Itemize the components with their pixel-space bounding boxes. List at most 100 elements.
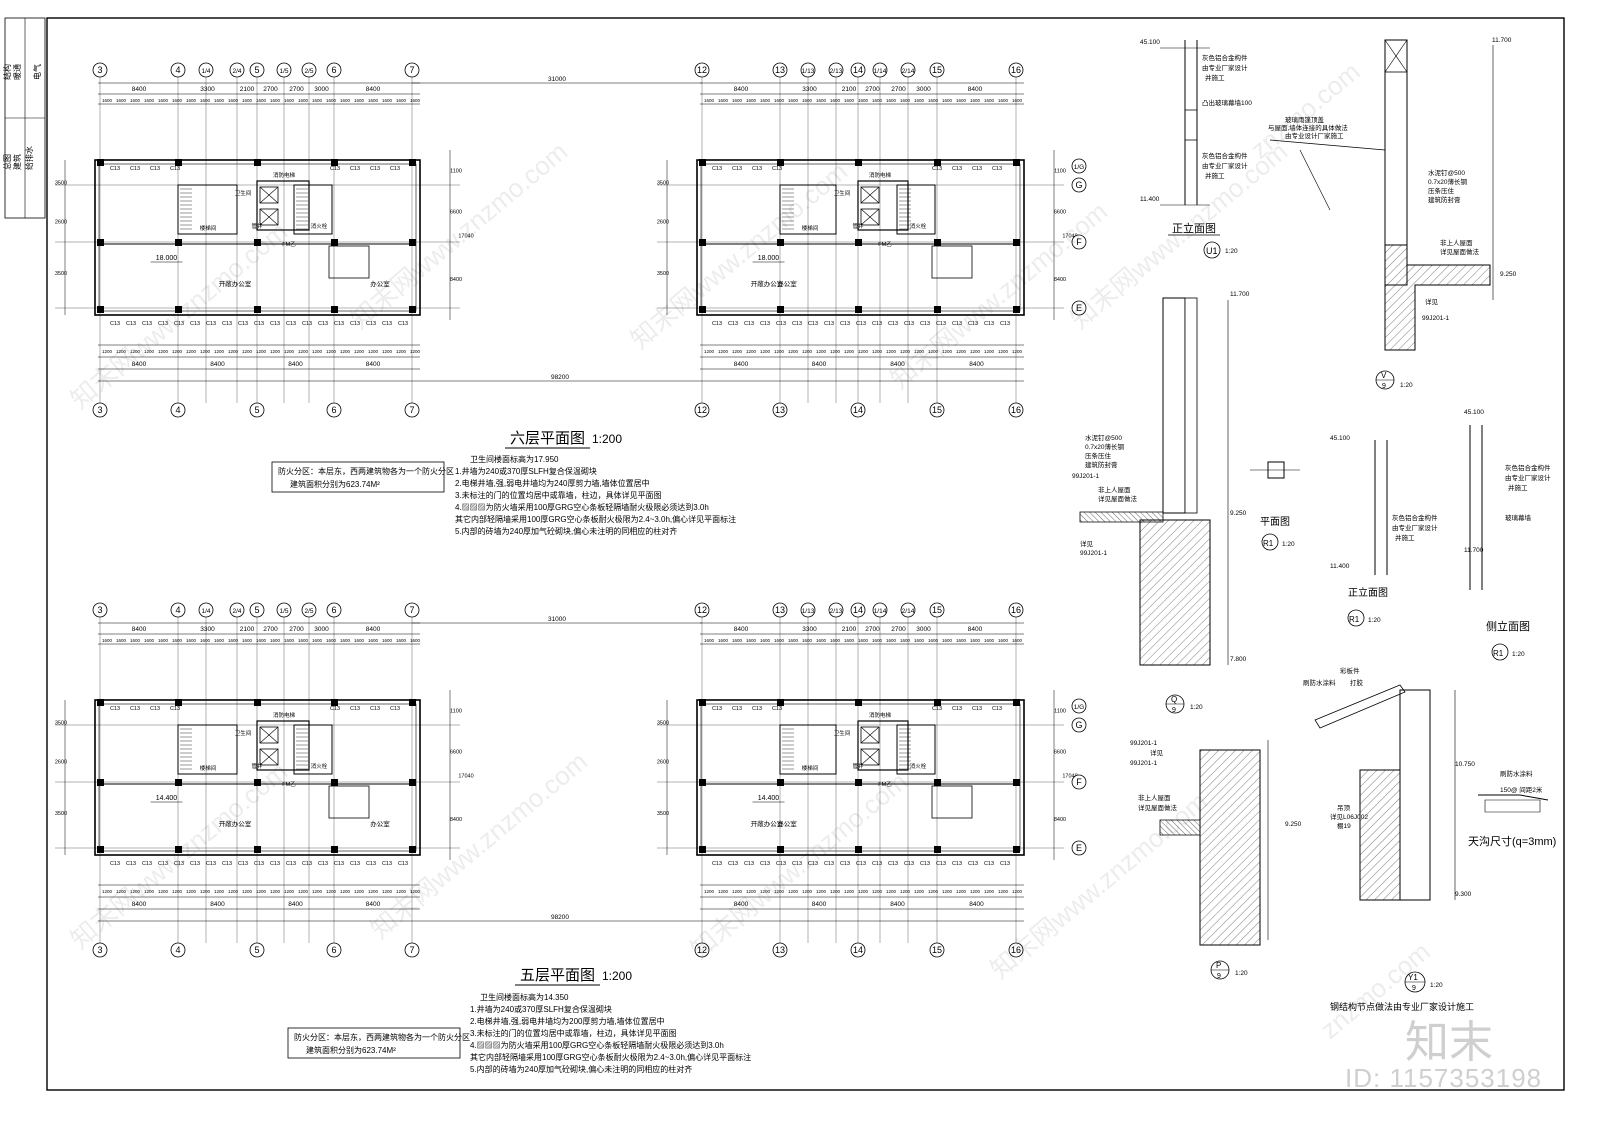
dim-top-west-4: 2700 — [289, 86, 304, 93]
axis-bubble-west-4-label: 4 — [175, 65, 180, 75]
axis-bubble-west-2-4-label: 2/4 — [232, 68, 241, 75]
dim-small-west: 1600 — [396, 98, 407, 103]
dim-small-bottom-east: 1200 — [872, 349, 883, 354]
dim-bottom-east-2: 8400 — [890, 361, 905, 368]
row-bubble-E-circle — [1071, 840, 1087, 856]
elevator-car2-east — [860, 208, 880, 226]
elevator-x-west — [259, 726, 279, 744]
gutter-note-1: 150@ 间距2米 — [1500, 785, 1543, 794]
window-code-bottom-west: C13 — [286, 861, 296, 867]
window-code-bottom-west: C13 — [206, 861, 216, 867]
axis-bubble-west-1-5-label: 1/5 — [279, 68, 288, 75]
dim-bottom-west-1: 8400 — [210, 361, 225, 368]
dim-right-0-east: 1100 — [1054, 169, 1066, 175]
column-east — [777, 846, 784, 853]
v-note-6: 建筑防封膏 — [1428, 195, 1461, 204]
dim-small-bottom-east: 1200 — [970, 349, 981, 354]
axis-bubble-east-1-14-label: 1/14 — [874, 68, 887, 75]
room-label-office-east: 办公室 — [777, 279, 797, 288]
axis-bubble-east-bottom-13-label: 13 — [775, 405, 785, 415]
dim-small-west: 1600 — [116, 638, 127, 643]
dim-small-west: 1600 — [102, 98, 113, 103]
dim-right-3-west: 8400 — [450, 817, 462, 823]
dim-top-east-3: 2700 — [865, 86, 880, 93]
dim-small-west: 1600 — [256, 638, 267, 643]
u1-mark: U1 — [1206, 246, 1218, 256]
dim-small-east: 1600 — [872, 98, 883, 103]
dim-small-bottom-west: 1200 — [102, 889, 113, 894]
dim-small-bottom-east: 1200 — [830, 349, 841, 354]
dim-small-east: 1600 — [732, 98, 743, 103]
dim-small-west: 1600 — [368, 638, 379, 643]
plan-sixth-note-0: 卫生间楼面标高为17.950 — [470, 454, 559, 464]
dim-right-1-east: 6600 — [1054, 210, 1066, 216]
dim-small-west: 1600 — [214, 98, 225, 103]
dim-bottom-east-3: 8400 — [969, 901, 984, 908]
axis-bubble-west-2-5-label: 2/5 — [304, 68, 313, 75]
dim-small-west: 1600 — [368, 98, 379, 103]
dim-small-west: 1600 — [256, 98, 267, 103]
dim-small-bottom-west: 1200 — [298, 349, 309, 354]
plan-fifth-note-0: 卫生间楼面标高为14.350 — [480, 992, 569, 1002]
stair-core-east — [779, 184, 837, 235]
dim-small-east: 1600 — [998, 98, 1009, 103]
detail-u1: 45.100 11.400 灰色铝合金构件 由专业厂家设计 并施工 凸出玻璃幕墙… — [1140, 39, 1252, 259]
dim-small-bottom-east: 1200 — [718, 349, 729, 354]
dim-small-east: 1600 — [886, 98, 897, 103]
stamp-4: 暖通 — [12, 64, 22, 80]
elevator-x-west — [259, 208, 279, 226]
axis-bubble-west-bottom-4-label: 4 — [175, 945, 180, 955]
dim-left-0-east: 3500 — [657, 181, 669, 187]
column-east — [934, 239, 941, 246]
window-code-bottom-east: C13 — [952, 321, 962, 327]
window-code-bottom-west: C13 — [398, 321, 408, 327]
window-code-bottom-west: C13 — [222, 861, 232, 867]
stair-core2-east — [896, 724, 936, 775]
axis-bubble-east-bottom-14-label: 14 — [853, 945, 863, 955]
dim-small-bottom-east: 1200 — [886, 349, 897, 354]
axis-bubble-east-bottom-16-label: 16 — [1011, 945, 1021, 955]
elevator-core-west — [256, 720, 310, 771]
elevator-core-east — [857, 720, 909, 771]
plan-fifth-title-block: 五层平面图 1:200 卫生间楼面标高为14.350 1.井墙为240或370厚… — [287, 967, 751, 1074]
dim-small-east: 1600 — [802, 638, 813, 643]
plan-sixth-note-2: 2.电梯井墙,强,弱电井墙均为240厚剪力墙,墙体位置居中 — [455, 478, 650, 488]
window-code-bottom-east: C13 — [744, 861, 754, 867]
window-code-bottom-east: C13 — [728, 861, 738, 867]
y1-note-3: 吊顶 — [1337, 804, 1351, 812]
window-code-bottom-west: C13 — [222, 321, 232, 327]
dim-small-west: 1600 — [326, 98, 337, 103]
dim-small-east: 1600 — [718, 98, 729, 103]
dim-small-bottom-east: 1200 — [830, 889, 841, 894]
dim-right-3-west: 8400 — [450, 277, 462, 283]
window-code-bottom-west: C13 — [174, 861, 184, 867]
axis-bubble-east-15-label: 15 — [932, 605, 942, 615]
dim-small-west: 1600 — [172, 98, 183, 103]
plan-fifth-note-1: 1.井墙为240或370厚SLFH复合保温砌块 — [470, 1004, 612, 1014]
dim-small-bottom-east: 1200 — [788, 889, 799, 894]
column-east — [777, 159, 784, 166]
window-code-top-west: C13 — [330, 166, 340, 172]
dim-small-west: 1600 — [298, 638, 309, 643]
r1-note-2: 并施工 — [1395, 533, 1415, 542]
dim-small-bottom-east: 1200 — [900, 889, 911, 894]
axis-bubble-west-1-5-label: 1/5 — [279, 608, 288, 615]
dim-small-bottom-east: 1200 — [788, 349, 799, 354]
elevator-x-east — [860, 726, 880, 744]
dim-small-bottom-east: 1200 — [914, 889, 925, 894]
column-west — [97, 846, 104, 853]
axis-bubble-west-1-4-label: 1/4 — [201, 608, 210, 615]
dim-small-bottom-east: 1200 — [956, 349, 967, 354]
dim-right-2-west: 17040 — [458, 234, 473, 240]
axis-bubble-west-bottom-6-label: 6 — [331, 945, 336, 955]
window-code-top-west: C13 — [130, 166, 140, 172]
dim-small-bottom-east: 1200 — [774, 349, 785, 354]
dim-small-west: 1600 — [116, 98, 127, 103]
dim-small-bottom-east: 1200 — [802, 889, 813, 894]
window-code-bottom-east: C13 — [840, 861, 850, 867]
dim-total: 98200 — [551, 914, 569, 921]
column-west — [331, 699, 338, 706]
dim-small-bottom-east: 1200 — [872, 889, 883, 894]
q-note-8: 99J201-1 — [1080, 550, 1107, 557]
dim-small-bottom-east: 1200 — [1012, 889, 1023, 894]
